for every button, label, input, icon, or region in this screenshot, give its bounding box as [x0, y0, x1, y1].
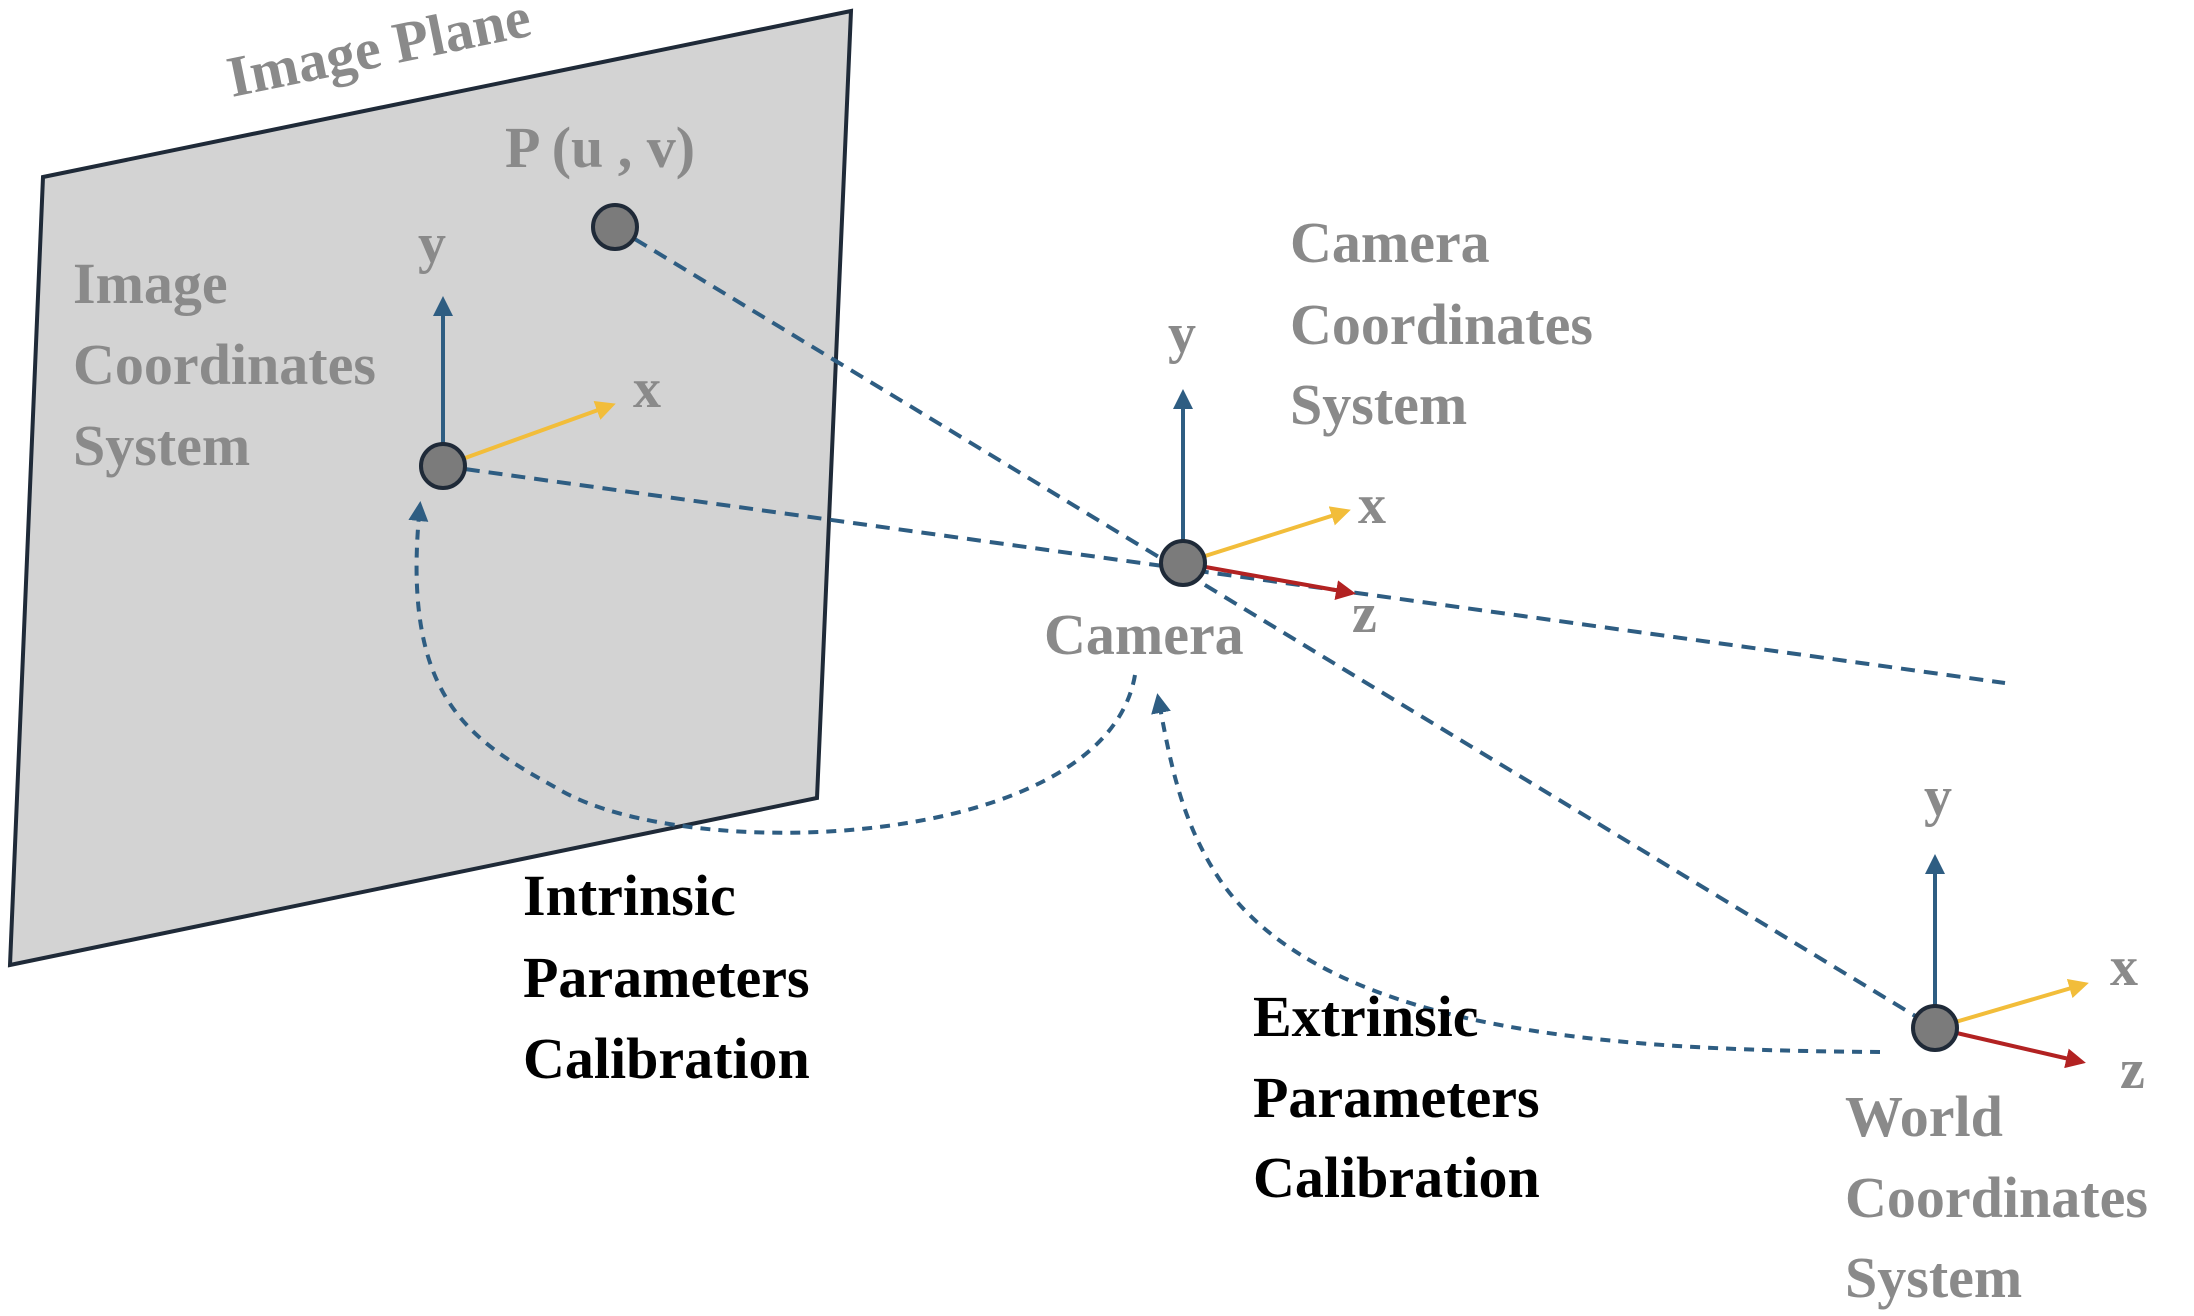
- projection-line-p-to-world: [613, 225, 1937, 1030]
- intrinsic-calibration-arrow: [408, 501, 1137, 835]
- image-origin-node: [419, 442, 467, 490]
- camera-node: [1159, 539, 1207, 587]
- extrinsic-calibration-label: Extrinsic Parameters Calibration: [1253, 984, 1554, 1210]
- world-z-axis: [1934, 1026, 2086, 1069]
- camera-label: Camera: [1044, 602, 1244, 667]
- image-coordinates-label: Image Coordinates System: [73, 251, 390, 478]
- image-x-label: x: [633, 358, 661, 420]
- camera-coordinates-label: Camera Coordinates System: [1290, 210, 1607, 437]
- camera-y-label: y: [1168, 303, 1196, 365]
- world-x-axis: [1934, 978, 2089, 1030]
- image-plane: [7, 8, 854, 968]
- world-z-label: z: [2120, 1039, 2145, 1101]
- point-p-label: P (u , v): [505, 115, 695, 180]
- camera-x-label: x: [1358, 474, 1386, 536]
- camera-x-axis: [1182, 506, 1351, 565]
- intrinsic-calibration-label: Intrinsic Parameters Calibration: [523, 863, 824, 1091]
- image-x-axis: [442, 401, 616, 468]
- camera-z-label: z: [1352, 583, 1377, 645]
- world-origin-node: [1911, 1004, 1959, 1052]
- world-y-label: y: [1924, 766, 1952, 828]
- extrinsic-calibration-arrow: [1151, 693, 1881, 1054]
- projection-line-image-origin-to-horizon: [442, 464, 2006, 685]
- camera-z-axis: [1182, 561, 1356, 601]
- world-x-label: x: [2110, 936, 2138, 998]
- world-coordinates-label: World Coordinates System: [1845, 1084, 2162, 1310]
- image-y-label: y: [418, 213, 446, 275]
- point-p-node: [591, 203, 639, 251]
